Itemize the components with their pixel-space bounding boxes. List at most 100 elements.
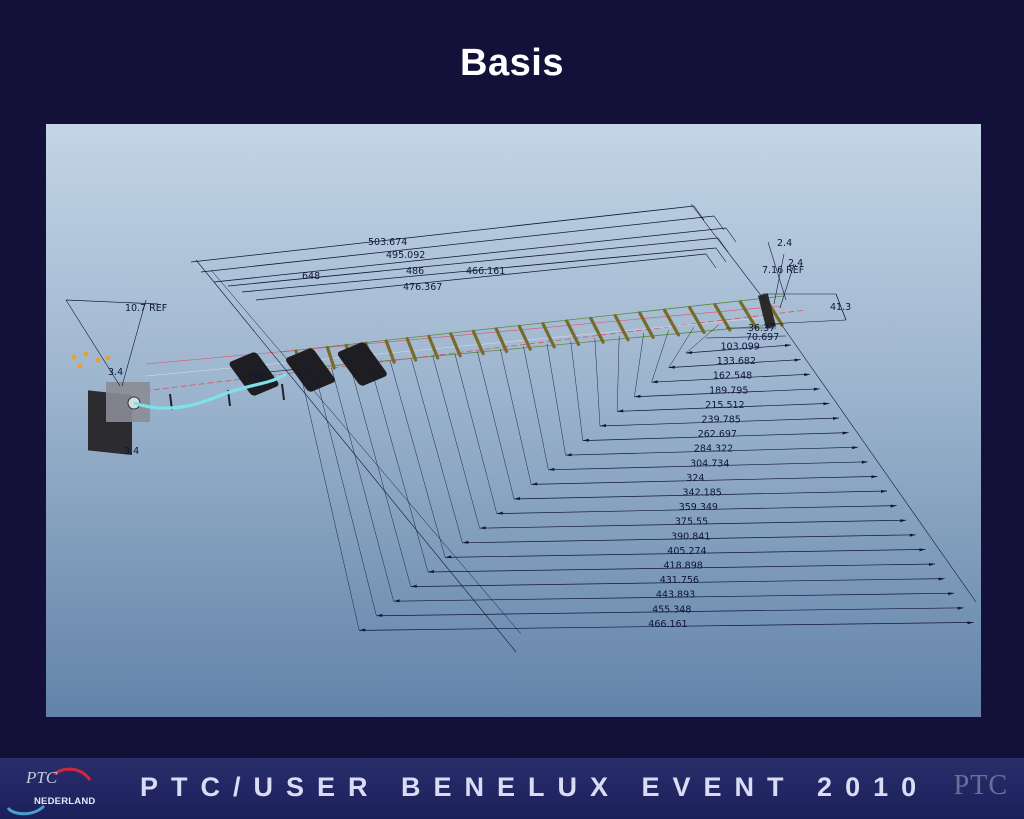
ptc-logo-right[interactable]: PTC [953,770,1008,801]
extension-line [65,299,121,387]
pickup [337,342,387,386]
fret-dim-line [445,549,926,558]
dim-7-16-ref: 7.16 REF [762,265,804,276]
extension-line [349,365,412,587]
dim-arrow [794,358,801,362]
fret [427,334,440,360]
fret-dim-line [513,490,888,500]
extension-line [523,346,549,470]
marker-dot [95,357,101,363]
pickup [286,348,335,392]
dim-arrow [881,490,887,493]
fret [613,314,630,342]
ref-dim-line [65,299,159,305]
dim-arrow [445,555,452,559]
fret [713,303,732,332]
cad-viewport[interactable]: 503.674 495.092 648 486 466.161 476.367 … [46,124,981,717]
extension-line [725,227,737,243]
dim-41-3-line [835,293,847,321]
dim-3-4-a: 3.4 [108,367,123,378]
dim-486: 486 [406,266,424,277]
fret-dim-line [548,461,868,471]
swoosh-icon [6,767,92,816]
dim-arrow [548,467,555,471]
extension-line [594,338,601,427]
fret-dim-line [496,505,897,514]
dim-arrow [938,577,945,581]
dim-arrow [617,409,624,413]
fret-dim-line [393,592,955,602]
fret-dim-label: 390.841 [671,531,710,542]
marker-dot [71,354,77,360]
fret-dim-line [668,359,801,368]
slide-title: Basis [460,42,564,84]
event-title: PTC/USER BENELUX EVENT 2010 [140,772,930,802]
fret-dim-line [531,476,878,485]
dim-arrow [651,380,658,384]
extension-line [717,237,729,253]
extension-line [651,330,669,383]
dim-arrow [813,387,820,391]
fret-dim-line [685,344,792,354]
top-dim-line [213,227,727,283]
extension-line [546,343,566,456]
fret [325,345,336,370]
dimension-labels: 503.674 495.092 648 486 466.161 476.367 … [108,237,851,457]
top-dim-line [200,215,715,273]
logo-left-text: NEDERLAND [34,796,96,807]
marker-dot [83,351,89,357]
fret-dim-line [410,578,945,587]
extension-line [705,253,717,269]
fret-dim-line [479,519,907,529]
fret-dim-label: 304.734 [690,458,729,469]
fret [384,339,396,364]
dim-arrow [871,475,878,479]
dim-arrow [634,394,641,398]
fret [494,327,509,354]
dim-arrow [686,351,692,354]
dim-476-367: 476.367 [403,282,442,293]
fret-dim-label: 359.349 [679,502,718,513]
fret-dim-label: 262.697 [698,429,737,440]
fret-dim-line [582,432,849,441]
fret-dim-line [462,534,916,544]
dim-495-092: 495.092 [386,250,425,261]
footer-band: PTC NEDERLAND PTC/USER BENELUX EVENT 201… [0,758,1024,819]
fret [638,311,655,339]
extension-line [715,247,727,263]
dim-arrow [890,504,897,508]
cable [133,372,287,410]
extension-line [780,323,977,603]
dim-arrow [909,533,916,537]
fret-dim-label: 215.512 [705,400,744,411]
fret [471,329,485,356]
dim-arrow [582,438,589,442]
guitar-neck-drawing: 503.674 495.092 648 486 466.161 476.367 … [65,203,977,653]
extension-line [331,367,394,602]
extension-line [685,324,720,354]
pickup [229,352,279,396]
extension-line [121,299,147,387]
top-dim-line [190,205,695,263]
dim-arrow [967,621,974,625]
fret-dim-line [427,563,936,573]
top-dim-line [255,253,707,301]
dim-arrow [668,365,675,369]
dim-arrow [514,497,520,500]
fret-dim-label: 342.185 [683,488,722,499]
ptc-user-nederland-logo[interactable]: PTC NEDERLAND [4,764,114,816]
extension-line [477,351,515,500]
dimension-lines [65,203,977,653]
fret [663,308,681,337]
dim-arrow [842,431,849,435]
dim-arrow [823,402,830,406]
fret-dim-line [565,446,859,456]
fret-dim-label: 466.161 [648,619,687,630]
fret-dim-label: 239.785 [702,415,741,426]
fret-dim-label: 455.348 [652,604,691,615]
extension-line [634,332,645,397]
fret-dim-label: 284.322 [694,444,733,455]
fret-dim-label: 162.548 [713,371,752,382]
extension-line [500,348,532,485]
dim-arrow [861,460,868,464]
